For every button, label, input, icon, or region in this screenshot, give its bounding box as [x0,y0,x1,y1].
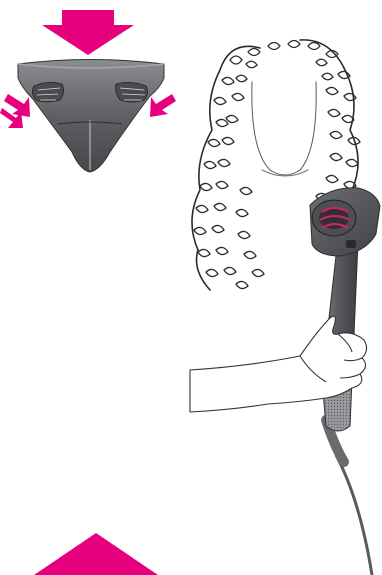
arrow-left-icon [0,94,30,128]
arrow-up-icon [34,533,158,575]
diffuser-attachment-icon [18,60,164,173]
arrow-down-icon [42,10,134,55]
arrow-right-icon [150,94,176,117]
